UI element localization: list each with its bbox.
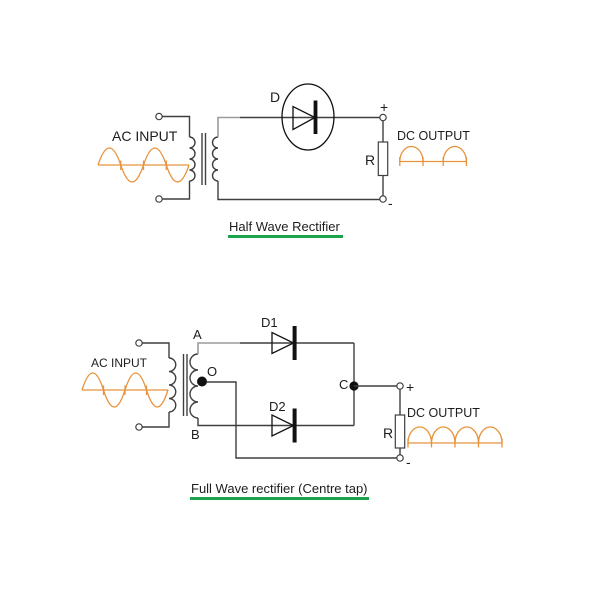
diode-d1 (240, 326, 354, 360)
junction-c-label: C (339, 377, 349, 392)
resistor-label-full: R (383, 425, 394, 441)
sine-ticks (120, 160, 167, 170)
diode-d2 (271, 408, 354, 443)
diode-cathode-bar (292, 408, 297, 443)
ac-input-label-half: AC INPUT (112, 128, 178, 144)
output-network-full (394, 382, 406, 462)
diode-anode-triangle (271, 331, 295, 355)
primary-lead-top (142, 342, 170, 358)
dc-output-waveform-half (399, 145, 468, 166)
output-terminal-minus (379, 195, 387, 203)
input-terminal-bottom (135, 423, 143, 431)
input-terminal-bottom (155, 195, 163, 203)
terminal-a-label: A (193, 327, 202, 342)
junction-c (349, 343, 397, 426)
half-wave-circuit (97, 83, 468, 203)
resistor-body (394, 414, 406, 449)
transformer-full (135, 339, 272, 431)
terminal-b-label: B (191, 427, 200, 442)
primary-coil (189, 136, 196, 182)
diode-d-label: D (270, 89, 281, 105)
diode-cathode-bar (313, 100, 318, 134)
plus-label-full: + (406, 379, 415, 395)
resistor-label-half: R (365, 152, 376, 168)
primary-lead-top (162, 115, 191, 137)
secondary-lead-top-gray (217, 116, 240, 137)
hump-ticks (407, 438, 503, 448)
half-wave-title-underline (228, 234, 343, 238)
minus-label-full: - (406, 454, 411, 470)
diode-anode-triangle (271, 413, 295, 438)
diode-d2-label: D2 (269, 399, 286, 414)
dc-output-waveform-full (407, 426, 503, 448)
half-wave-title: Half Wave Rectifier (229, 219, 340, 234)
ac-input-waveform-half (97, 147, 190, 183)
minus-label-half: - (388, 195, 393, 211)
half-wave-humps (399, 145, 468, 162)
secondary-coil (211, 136, 219, 182)
diode-d (281, 83, 335, 151)
centre-tap-label: O (207, 364, 218, 379)
secondary-lead-bottom (217, 181, 380, 201)
plus-label-half: + (380, 99, 389, 115)
input-terminal-top (135, 339, 143, 347)
diode-anode-triangle (292, 105, 317, 131)
sine-ticks (102, 385, 148, 395)
full-wave-title-underline (190, 496, 369, 500)
primary-lead-bottom (162, 181, 191, 200)
diode-cathode-bar (292, 326, 297, 360)
transformer-half (155, 112, 380, 203)
secondary-coil (189, 353, 199, 419)
hump-ticks (399, 157, 468, 166)
centre-tap-node (197, 376, 207, 387)
output-terminal-minus (396, 454, 404, 462)
diode-d1-label: D1 (261, 315, 278, 330)
dc-output-label-full: DC OUTPUT (407, 406, 480, 420)
primary-coil (168, 357, 177, 413)
input-terminal-top (155, 112, 163, 121)
primary-lead-bottom (142, 412, 170, 428)
centre-tap-return-wire (207, 381, 397, 459)
secondary-lead-a-gray (197, 342, 240, 354)
output-network-half (377, 113, 389, 203)
full-wave-title: Full Wave rectifier (Centre tap) (191, 481, 368, 496)
output-terminal-plus (396, 382, 404, 390)
resistor-body (377, 141, 389, 177)
ac-input-waveform-full (81, 372, 169, 408)
full-wave-circuit (81, 326, 503, 462)
secondary-lead-b (197, 418, 272, 427)
ac-input-label-full: AC INPUT (91, 356, 148, 370)
transformer-core (182, 354, 188, 416)
output-terminal-plus (379, 113, 387, 122)
transformer-core (201, 133, 207, 185)
diode-envelope-circle (281, 83, 335, 151)
dc-output-label-half: DC OUTPUT (397, 129, 470, 143)
